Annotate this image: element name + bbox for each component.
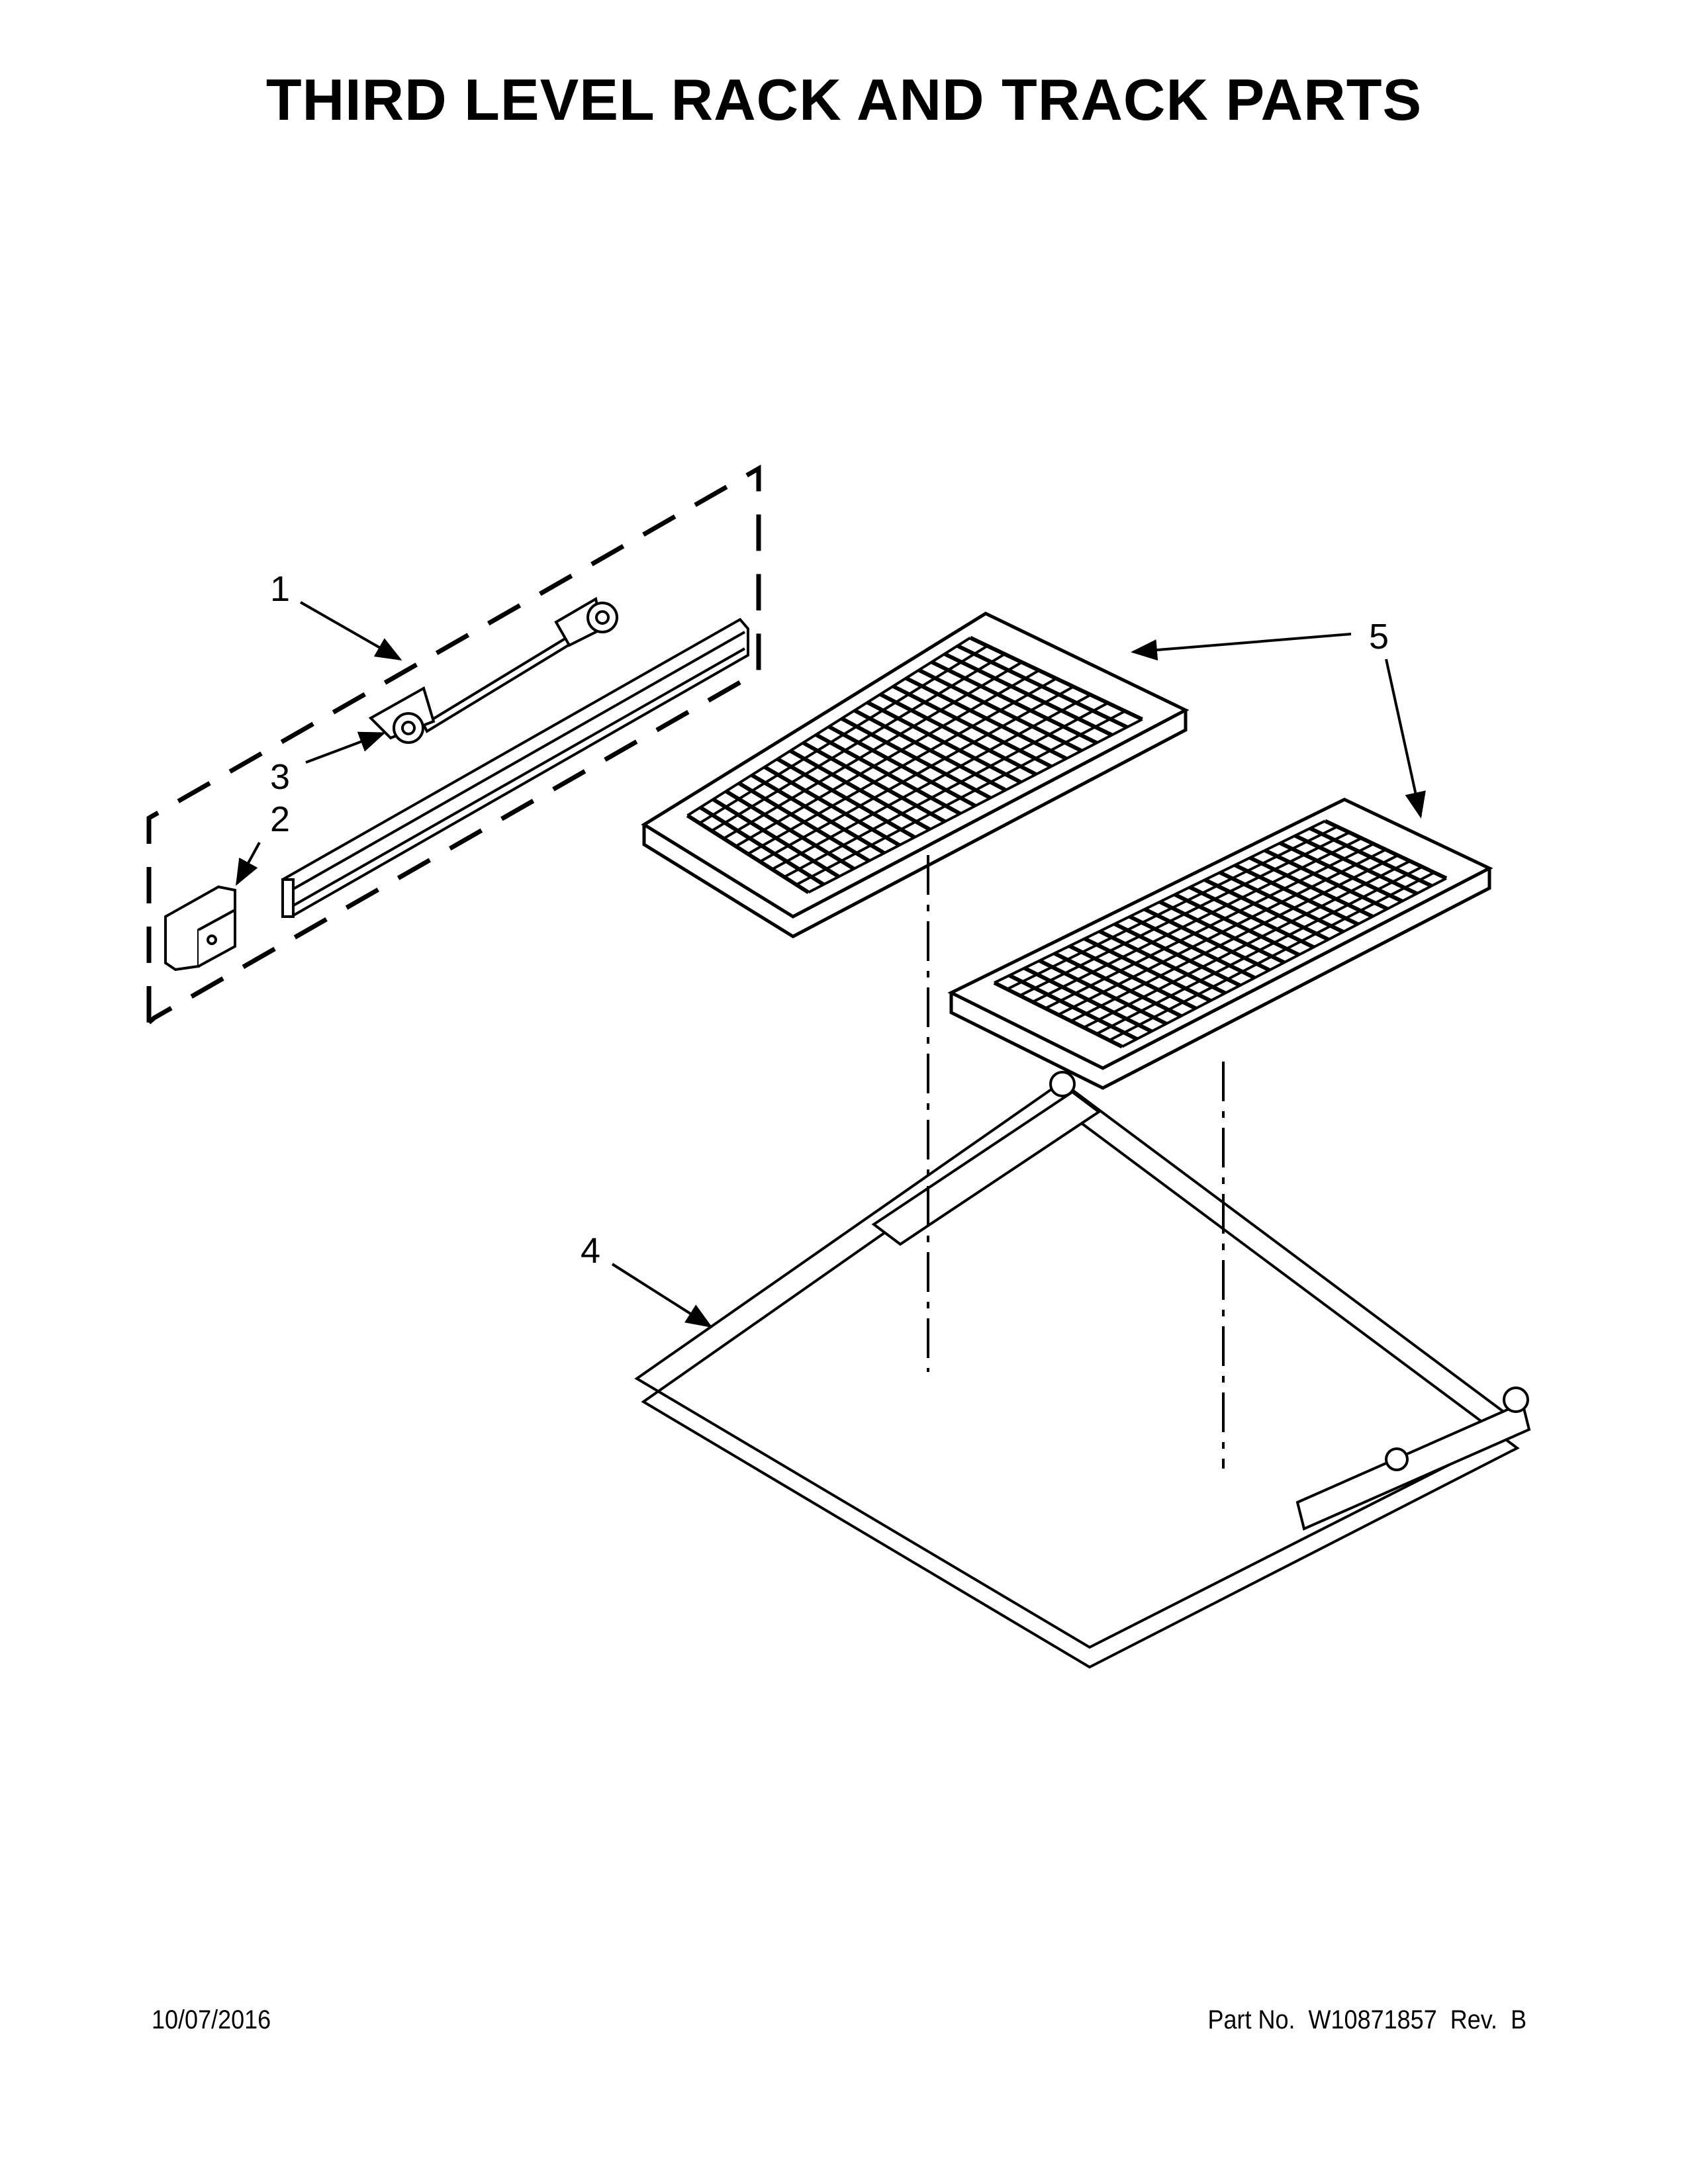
leader-arrow-5b <box>1385 659 1426 819</box>
callout-3: 3 <box>270 757 290 797</box>
footer-date: 10/07/2016 <box>152 2005 271 2034</box>
part-track-rail <box>281 617 749 919</box>
part-1-wheel-arm <box>368 596 618 744</box>
part-5-rack-lower <box>947 797 1493 1090</box>
callout-2: 2 <box>270 799 290 839</box>
page-title: THIRD LEVEL RACK AND TRACK PARTS <box>265 67 1423 132</box>
leader-arrow-3 <box>305 731 386 764</box>
callout-1: 1 <box>270 569 290 609</box>
part-2-end-clip <box>164 885 236 972</box>
part-5-rack-upper <box>641 612 1190 938</box>
leader-arrow-1 <box>300 601 402 660</box>
part-4-rack-frame <box>634 1071 1531 1669</box>
leader-arrow-5a <box>1131 633 1352 661</box>
callout-5: 5 <box>1369 617 1389 657</box>
leader-arrow-2 <box>236 842 261 886</box>
footer-part-number: Part No. W10871857 Rev. B <box>1207 2005 1526 2034</box>
dashed-group-box <box>146 464 761 1024</box>
callout-4: 4 <box>581 1231 600 1271</box>
leader-arrow-4 <box>611 1263 713 1328</box>
